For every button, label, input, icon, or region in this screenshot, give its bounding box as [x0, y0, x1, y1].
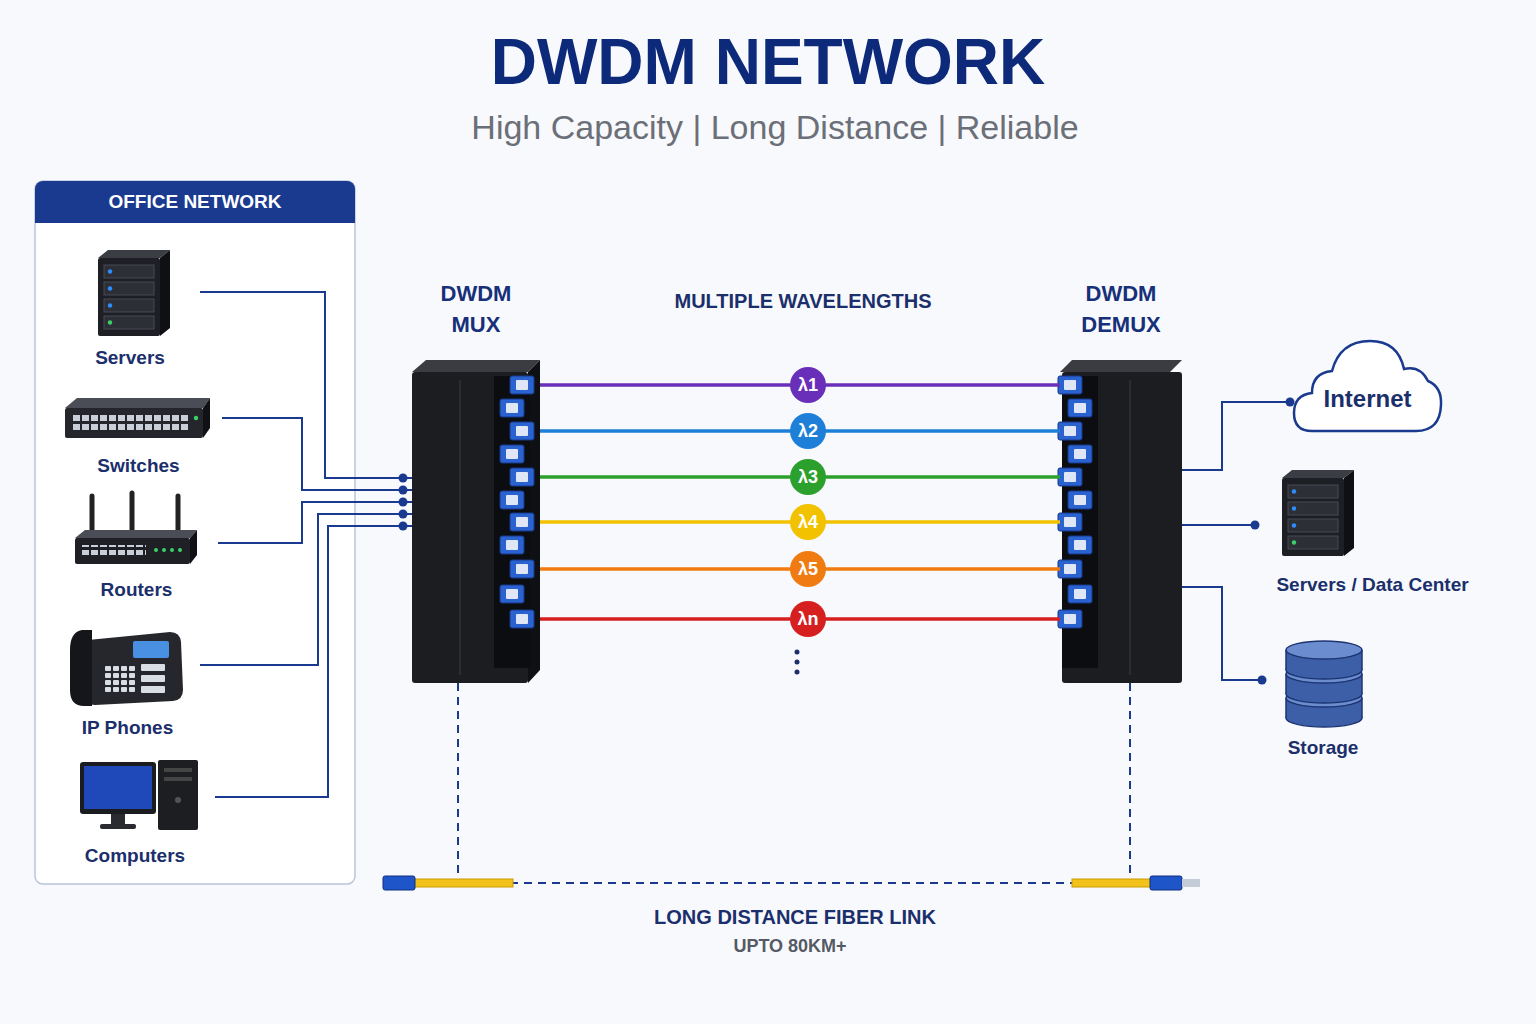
panel-outline	[35, 181, 355, 884]
connector-line	[200, 514, 412, 665]
more-wavelengths-dots	[795, 650, 800, 675]
node-text: DWDM DEMUX	[1066, 278, 1176, 340]
storage-icon	[1286, 641, 1362, 727]
junction-dot	[1251, 521, 1260, 530]
connector-line	[215, 526, 412, 797]
dwdm-device: DWDM MUX	[412, 360, 540, 683]
connector-line	[1182, 402, 1290, 470]
node-text: Servers / Data Center	[1255, 573, 1490, 597]
device-node: Switches	[55, 390, 222, 478]
mux-device	[412, 360, 540, 683]
junction-dot	[399, 498, 408, 507]
wavelength-badge: λ4	[790, 504, 826, 540]
server-icon	[98, 250, 170, 336]
wavelength-badge: λn	[790, 601, 826, 637]
connector-line	[218, 502, 412, 543]
node-text: Computers	[55, 844, 215, 868]
junction-dot	[399, 474, 408, 483]
text-label: LONG DISTANCE FIBER LINK	[654, 905, 936, 929]
text-label: MULTIPLE WAVELENGTHS	[674, 289, 931, 313]
junction-dot	[399, 522, 408, 531]
node-text: Routers	[55, 578, 218, 602]
junction-dot	[1286, 398, 1295, 407]
node-text: OFFICE NETWORK	[35, 181, 355, 223]
device-node: Storage	[1262, 630, 1384, 760]
node-text: Servers	[60, 346, 200, 370]
connector-line	[200, 292, 412, 478]
switch-icon	[65, 398, 210, 438]
connector-line	[222, 418, 412, 490]
device-node: Servers / Data Center	[1255, 465, 1490, 597]
text-label: High Capacity | Long Distance | Reliable	[471, 107, 1078, 148]
device-node: Routers	[55, 490, 218, 602]
node-text: Internet	[1290, 385, 1445, 413]
junction-dot	[399, 510, 408, 519]
device-node: IP Phones	[55, 622, 200, 740]
junction-dot	[1258, 676, 1267, 685]
node-text: DWDM MUX	[421, 278, 531, 340]
node-text: IP Phones	[55, 716, 200, 740]
device-node: Servers	[60, 245, 200, 370]
cloud-node: Internet	[1290, 335, 1445, 435]
connector-line	[1182, 587, 1262, 680]
wavelength-badge: λ1	[790, 367, 826, 403]
datacenter-server-icon	[1282, 470, 1354, 556]
phone-icon	[70, 630, 183, 706]
connector-line	[1182, 524, 1255, 526]
computer-icon	[80, 760, 198, 830]
node-text: Storage	[1262, 736, 1384, 760]
wavelength-badge: λ5	[790, 551, 826, 587]
diagram-title: DWDM NETWORK	[0, 28, 1536, 96]
wavelength-badge: λ3	[790, 459, 826, 495]
fiber-cable-right	[1072, 876, 1200, 890]
fiber-link-line	[458, 683, 1130, 883]
wavelength-badge: λ2	[790, 413, 826, 449]
junction-dot	[399, 486, 408, 495]
device-node: Computers	[55, 755, 215, 868]
fiber-cable-left	[383, 876, 513, 890]
group-panel: OFFICE NETWORK ServersSwitchesRouters IP P…	[35, 181, 355, 884]
demux-device	[1058, 360, 1182, 683]
text-label: UPTO 80KM+	[733, 936, 846, 958]
node-text: Switches	[55, 454, 222, 478]
router-icon	[75, 493, 197, 564]
dwdm-device: DWDM DEMUX	[1060, 360, 1182, 683]
